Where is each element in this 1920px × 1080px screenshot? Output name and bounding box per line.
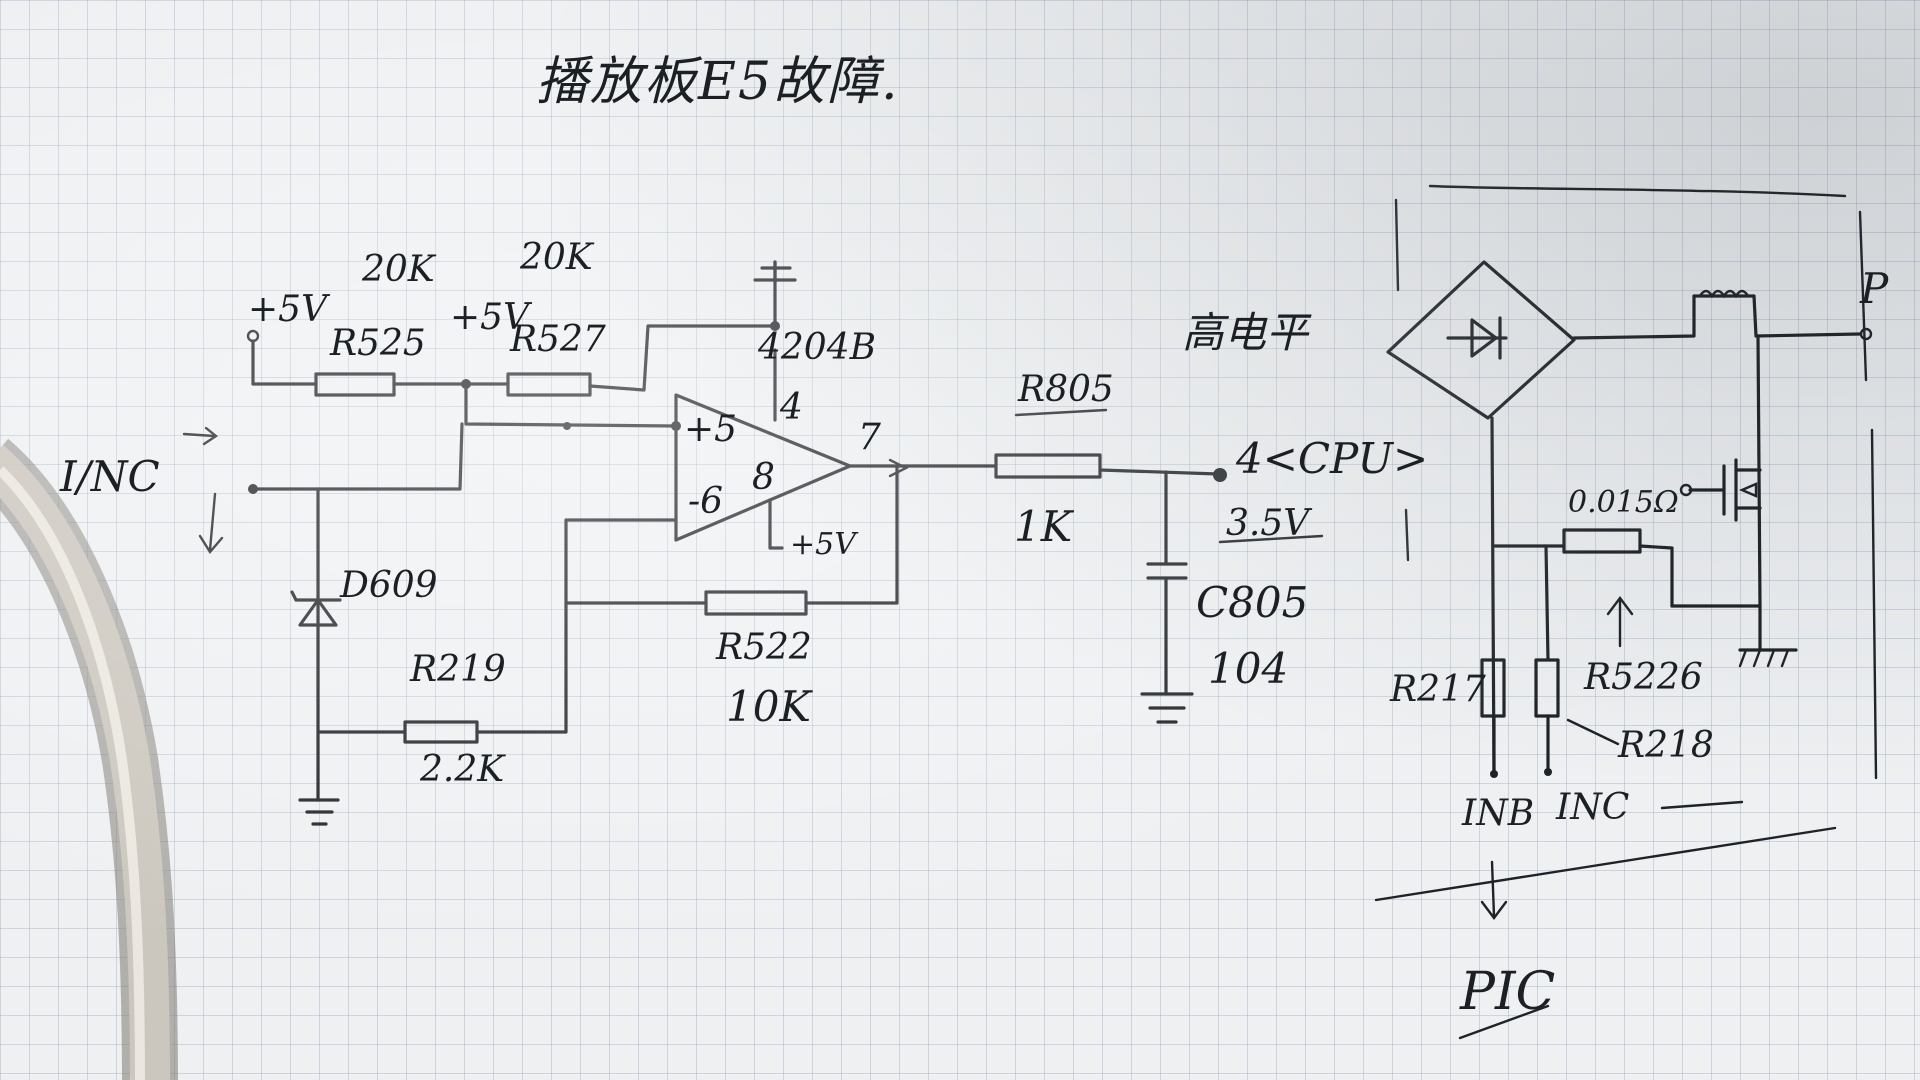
output-arrow [1458,860,1550,1040]
label-high-level: 高电平 [1182,308,1309,357]
label-r527: R527 [510,319,606,360]
label-c805: C805 [1196,578,1309,627]
label-pin6: -6 [688,481,724,522]
label-r217: R217 [1390,669,1486,710]
module-boundary [1374,184,1878,902]
label-shunt-value: 0.015Ω [1568,485,1679,520]
label-d609: D609 [340,565,438,606]
label-pin8-supply: +5V [790,527,856,562]
resistor-r805 [900,453,1220,479]
mosfet [1679,458,1762,522]
label-r805-value: 1K [1014,502,1073,551]
label-pin5: +5 [684,409,738,450]
shunt-resistor [1490,416,1674,776]
label-r525: R525 [330,323,426,364]
underline [1014,408,1108,417]
capacitor-c805 [1140,470,1194,724]
junction-node [563,422,571,430]
label-voltage: 3.5V [1226,503,1310,544]
label-inb: INB [1462,793,1535,834]
page-title: 播放板E5故障. [536,52,900,112]
label-r522-value: 10K [726,682,811,731]
label-r218: R218 [1618,725,1714,766]
label-c805-value: 104 [1208,644,1289,693]
resistor-r525 [314,372,468,397]
label-plus5v-mid: +5V [450,297,530,338]
label-r527-value: 20K [520,237,593,278]
ground-right [1738,604,1798,668]
label-pin4: 4 [780,387,803,428]
label-r525-value: 20K [362,249,435,290]
label-cpu-pin: 4<CPU> [1236,434,1429,483]
input-inc [182,422,464,802]
label-r226: R5226 [1584,657,1703,698]
label-inc-input: I/NC [60,452,160,501]
label-p-terminal: P [1860,264,1889,313]
label-r805: R805 [1018,369,1114,410]
ground-top [753,260,797,284]
label-r522: R522 [716,627,812,668]
terminal-plus5v-left [246,329,318,386]
resistor-r522 [564,458,909,616]
resistor-r527 [464,260,777,397]
label-plus5v-left: +5V [248,289,328,330]
label-r219: R219 [410,649,506,690]
label-pin8: 8 [752,457,775,498]
underline [1218,534,1324,544]
resistor-r219 [316,518,678,744]
label-inc-right: INC [1556,787,1630,828]
resistor-r217 [1480,658,1506,778]
resistor-r226 [1534,544,1620,776]
ground-left [298,798,340,826]
diode-d609 [290,590,342,627]
bridge-rectifier [1386,260,1576,420]
label-pin7: 7 [858,417,881,458]
inductor-and-p-terminal [1572,289,1873,608]
junction-node [770,321,780,331]
label-pic: PIC [1460,962,1556,1022]
label-r219-value: 2.2K [420,749,505,790]
cpu-pin-node [1213,468,1227,482]
label-opamp-part: 4204B [758,327,877,368]
wire-to-pin5 [464,382,678,428]
opamp-4204b [674,348,904,550]
